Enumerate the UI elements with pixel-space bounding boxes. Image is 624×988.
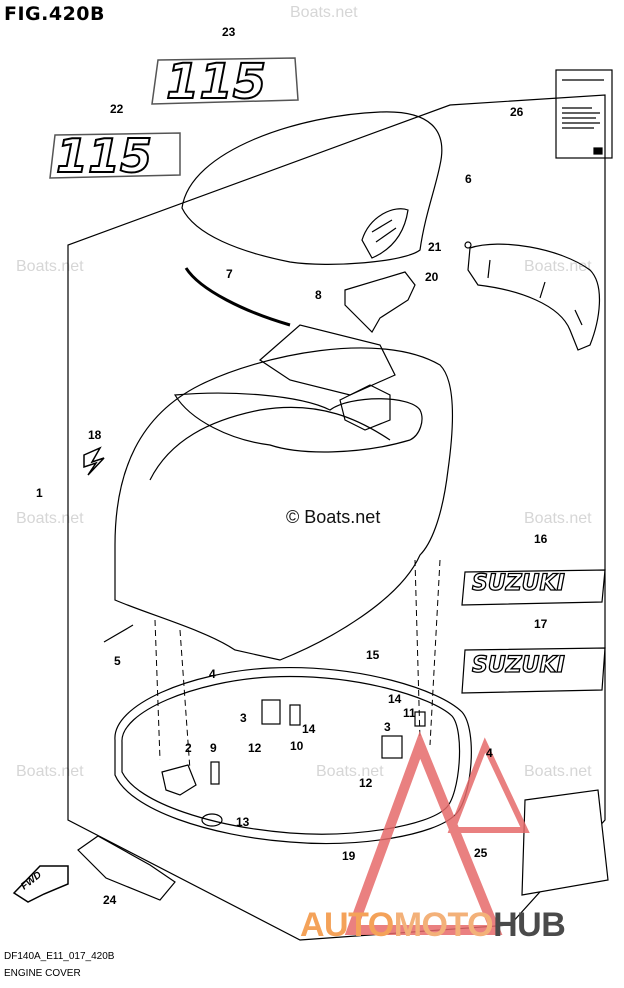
figure-title: FIG.420B [4,3,106,25]
suzuki-text: SUZUKI [472,653,565,678]
grip-handle [467,243,600,351]
callout-3: 3 [240,711,247,725]
watermark: Boats.net [524,763,592,780]
decal-115-upper: 115 [151,53,299,111]
callout-14: 14 [388,692,402,706]
watermark: Boats.net [316,763,384,780]
callout-24: 24 [103,893,117,907]
callout-7: 7 [226,267,233,281]
watermark: Boats.net [290,4,358,21]
callout-18: 18 [88,428,102,442]
engine-cover [114,324,454,661]
callout-5: 5 [114,654,121,668]
watermark-main: © Boats.net [286,507,381,527]
callout-8: 8 [315,288,322,302]
screw-5 [103,624,134,643]
callout-4: 4 [209,667,216,681]
callout-13: 13 [236,815,250,829]
watermark: Boats.net [16,510,84,527]
warning-triangle-overlay [344,731,530,935]
callout-2: 2 [185,741,192,755]
callout-26: 26 [510,105,524,119]
callout-3: 3 [384,720,391,734]
watermark: Boats.net [524,510,592,527]
callout-23: 23 [222,25,236,39]
callout-25: 25 [474,846,488,860]
figure-code: DF140A_E11_017_420B [4,951,115,962]
decal-115-text: 115 [56,129,152,183]
tool-bag [77,835,176,901]
callout-19: 19 [342,849,356,863]
callout-17: 17 [534,617,548,631]
callout-12: 12 [359,776,373,790]
callout-4: 4 [486,746,493,760]
suzuki-s-logo [83,446,105,476]
latch-right [381,711,426,759]
figure-caption: ENGINE COVER [4,968,81,979]
bottom-seal [114,666,472,845]
suzuki-text: SUZUKI [472,571,565,596]
cover-bag [521,789,609,896]
top-cover [181,111,443,265]
callout-9: 9 [210,741,217,755]
seal-strip [184,267,291,327]
callout-21: 21 [428,240,442,254]
suzuki-decal-16: SUZUKI [461,569,606,606]
decal-115-text: 115 [166,54,266,110]
watermark: Boats.net [524,258,592,275]
callout-20: 20 [425,270,439,284]
callout-14: 14 [302,722,316,736]
fwd-arrow [12,865,69,903]
cover-plate [344,271,416,333]
suzuki-decal-17: SUZUKI [461,647,606,694]
callout-12: 12 [248,741,262,755]
callout-22: 22 [110,102,124,116]
screw [464,241,472,249]
latch-left [161,699,301,827]
callout-16: 16 [534,532,548,546]
owner-manual [555,69,613,159]
callout-1: 1 [36,486,43,500]
decal-115-lower: 115 [49,128,181,184]
callout-10: 10 [290,739,304,753]
watermark: Boats.net [16,763,84,780]
callout-11: 11 [403,706,416,720]
automotohub-logo: AUTOMOTOHUB [300,906,566,944]
callout-6: 6 [465,172,472,186]
fwd-label: FWD [19,870,44,893]
watermark: Boats.net [16,258,84,275]
callout-15: 15 [366,648,380,662]
